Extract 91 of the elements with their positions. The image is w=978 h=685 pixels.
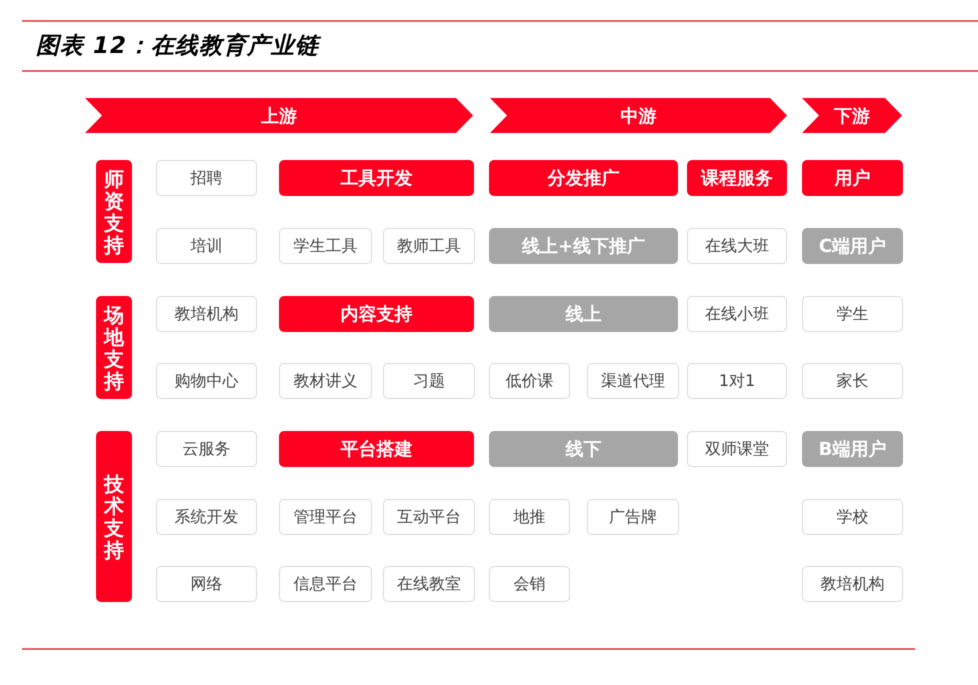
item-label: 渠道代理 <box>601 370 665 392</box>
figure-title: 图表 12：在线教育产业链 <box>36 32 320 61</box>
item-label: 会销 <box>514 574 546 594</box>
item-box <box>587 499 679 535</box>
item-label: 招聘 <box>190 168 222 188</box>
item-box <box>383 363 475 399</box>
item-label: 信息平台 <box>294 574 358 594</box>
item-box <box>383 566 475 602</box>
item-label: 学生工具 <box>294 236 358 256</box>
segment-label: 课程服务 <box>701 167 773 190</box>
item-box <box>279 228 372 264</box>
item-box <box>489 499 570 535</box>
item-box <box>802 363 903 399</box>
item-label: 家长 <box>836 370 868 392</box>
item-box <box>687 431 787 467</box>
item-label: 在线大班 <box>705 236 769 256</box>
item-label: 互动平台 <box>397 506 461 528</box>
stage-label: 下游 <box>834 104 870 128</box>
item-box <box>156 363 257 399</box>
subgroup-box <box>802 431 903 467</box>
item-label: 培训 <box>190 236 222 256</box>
item-label: 在线小班 <box>705 304 769 324</box>
segment-label: 内容支持 <box>340 303 412 326</box>
item-box <box>156 431 257 467</box>
item-box <box>156 228 257 264</box>
subgroup-label: B端用户 <box>818 438 886 461</box>
item-label: 系统开发 <box>174 506 238 528</box>
item-box <box>802 499 903 535</box>
category-label: 技术支持 <box>104 472 124 560</box>
segment-header-box <box>489 160 678 196</box>
item-box <box>279 566 372 602</box>
subgroup-label: 线下 <box>566 438 602 461</box>
item-box <box>587 363 679 399</box>
subgroup-box <box>802 228 903 264</box>
subgroup-box <box>489 431 678 467</box>
item-label: 1对1 <box>718 370 756 392</box>
stage-header-banner <box>85 98 473 133</box>
category-bar <box>96 160 132 263</box>
segment-header-box <box>279 296 474 332</box>
segment-label: 用户 <box>834 167 870 190</box>
stage-label: 上游 <box>261 104 297 128</box>
subgroup-box <box>489 228 678 264</box>
item-label: 购物中心 <box>174 370 238 392</box>
segment-label: 分发推广 <box>548 167 620 190</box>
item-box <box>156 296 257 332</box>
item-label: 地推 <box>514 506 546 528</box>
item-box <box>489 363 570 399</box>
stage-header-banner <box>490 98 787 133</box>
item-label: 网络 <box>190 574 222 594</box>
item-label: 学校 <box>836 506 868 528</box>
item-box <box>383 228 475 264</box>
item-label: 在线教室 <box>397 574 461 594</box>
item-box <box>802 296 903 332</box>
item-box <box>383 499 475 535</box>
category-label: 师资支持 <box>104 168 124 256</box>
segment-header-box <box>687 160 787 196</box>
segment-header-box <box>802 160 903 196</box>
item-box <box>687 363 787 399</box>
item-box <box>687 296 787 332</box>
subgroup-label: 线上 <box>566 303 602 326</box>
segment-header-box <box>279 160 474 196</box>
item-label: 教材讲义 <box>294 370 358 392</box>
item-box <box>156 160 257 196</box>
item-label: 教培机构 <box>820 574 884 594</box>
stage-header-banner <box>802 98 902 133</box>
item-box <box>279 499 372 535</box>
item-label: 管理平台 <box>294 506 358 528</box>
segment-label: 平台搭建 <box>340 438 412 461</box>
segment-label: 工具开发 <box>340 167 412 190</box>
item-box <box>279 363 372 399</box>
stage-label: 中游 <box>620 104 656 128</box>
item-label: 学生 <box>836 304 868 324</box>
subgroup-label: C端用户 <box>818 235 886 258</box>
category-label: 场地支持 <box>104 304 124 392</box>
item-box <box>802 566 903 602</box>
item-label: 云服务 <box>182 438 230 460</box>
item-label: 广告牌 <box>609 506 657 528</box>
item-label: 习题 <box>413 370 445 392</box>
item-box <box>687 228 787 264</box>
item-label: 教师工具 <box>397 236 461 256</box>
item-label: 教培机构 <box>174 304 238 324</box>
item-box <box>489 566 570 602</box>
subgroup-label: 线上+线下推广 <box>522 235 646 258</box>
category-bar <box>96 431 132 602</box>
item-box <box>156 499 257 535</box>
segment-header-box <box>279 431 474 467</box>
item-label: 低价课 <box>506 370 554 392</box>
item-label: 双师课堂 <box>705 438 769 460</box>
item-box <box>156 566 257 602</box>
subgroup-box <box>489 296 678 332</box>
category-bar <box>96 296 132 399</box>
